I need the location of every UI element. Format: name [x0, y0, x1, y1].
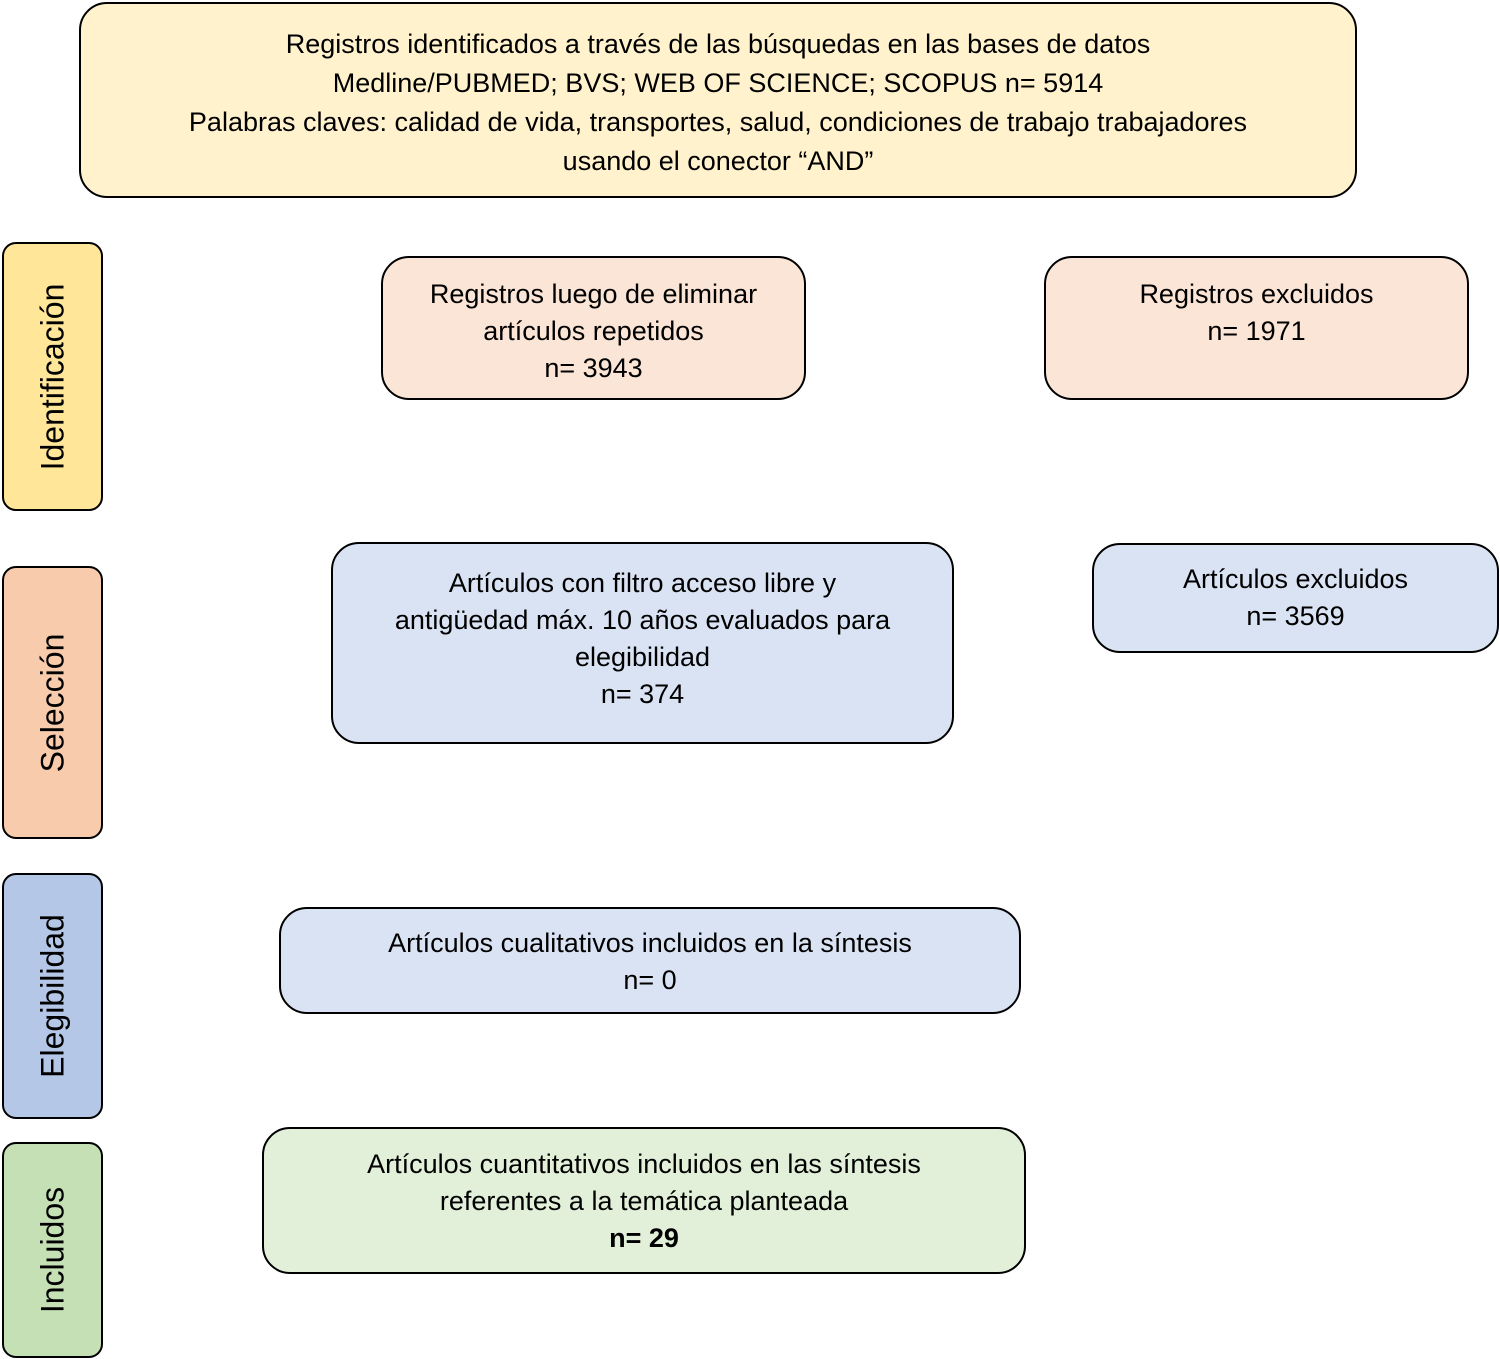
box-line: Artículos cualitativos incluidos en la s… [388, 928, 912, 958]
box-line: artículos repetidos [483, 316, 704, 346]
stage-seleccion: Selección [2, 566, 103, 839]
box-line: Artículos excluidos [1182, 564, 1409, 594]
stage-label: Incluidos [34, 1186, 70, 1314]
box-line: Palabras claves: calidad de vida, transp… [188, 107, 1248, 137]
qualitative-articles-box: Artículos cualitativos incluidos en la s… [279, 907, 1021, 1014]
box-line: n= 3569 [1246, 601, 1345, 631]
articles-excluded-box: Artículos excluidos n= 3569 [1092, 543, 1499, 653]
box-line: usando el conector “AND” [562, 146, 874, 176]
records-identified-box: Registros identificados a través de las … [79, 2, 1357, 198]
stage-identificacion: Identificación [2, 242, 103, 511]
stage-incluidos: Incluidos [2, 1142, 103, 1358]
box-line: n= 3943 [544, 353, 643, 383]
box-line: antigüedad máx. 10 años evaluados para [394, 605, 891, 635]
deduplicated-records-box: Registros luego de eliminar artículos re… [381, 256, 806, 400]
box-line: Artículos con filtro acceso libre y [448, 568, 837, 598]
stage-label: Elegibilidad [34, 914, 70, 1078]
box-line: Artículos cuantitativos incluidos en las… [367, 1149, 921, 1179]
box-line: Medline/PUBMED; BVS; WEB OF SCIENCE; SCO… [332, 68, 1104, 98]
stage-label: Selección [34, 633, 70, 772]
box-line: n= 374 [600, 679, 685, 709]
quantitative-articles-box: Artículos cuantitativos incluidos en las… [262, 1127, 1026, 1274]
stage-elegibilidad: Elegibilidad [2, 873, 103, 1119]
screened-articles-box: Artículos con filtro acceso libre y anti… [331, 542, 954, 744]
stage-label: Identificación [34, 283, 70, 470]
included-count: n= 29 [609, 1223, 679, 1253]
box-line: elegibilidad [574, 642, 711, 672]
box-line: n= 0 [623, 965, 677, 995]
box-line: Registros identificados a través de las … [285, 29, 1151, 59]
records-excluded-box: Registros excluidos n= 1971 [1044, 256, 1469, 400]
box-line: referentes a la temática planteada [439, 1186, 849, 1216]
box-line: n= 1971 [1207, 316, 1306, 346]
box-line: Registros luego de eliminar [429, 279, 758, 309]
box-line: Registros excluidos [1139, 279, 1374, 309]
